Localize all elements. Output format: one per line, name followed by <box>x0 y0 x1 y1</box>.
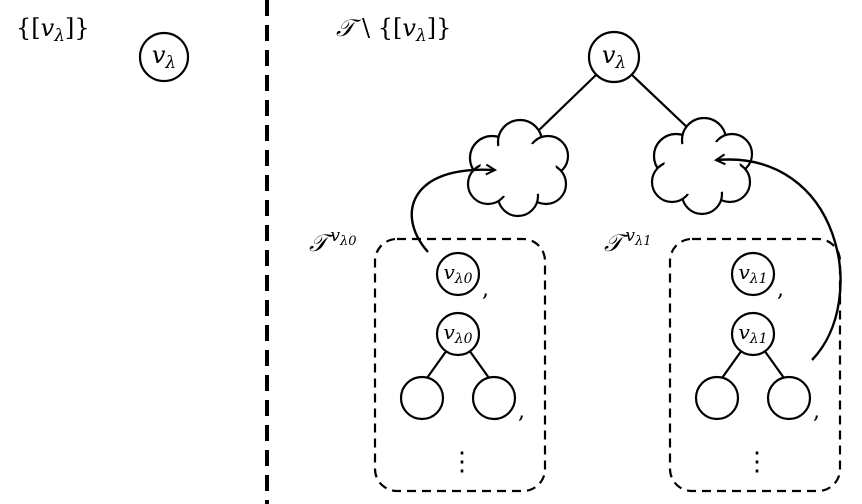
right-single-node: vλ1 <box>730 251 776 297</box>
left-subtree-box <box>373 237 547 493</box>
singleton-set-label: {[vλ]} <box>16 14 90 46</box>
right-subtree-box <box>668 237 842 493</box>
edge-root-left <box>536 73 598 133</box>
svg-text:vλ: vλ <box>602 41 626 73</box>
left-comma-2: , <box>518 399 525 424</box>
left-tree-leaf-right <box>471 375 517 421</box>
root-node: vλ <box>587 30 641 84</box>
svg-text:vλ1: vλ1 <box>738 260 767 287</box>
edge-root-right <box>630 73 691 131</box>
left-tree-root: vλ0 <box>435 311 481 357</box>
left-tree-edge-r <box>468 349 490 379</box>
left-tree-leaf-left <box>399 375 445 421</box>
right-tree-leaf-right <box>766 375 812 421</box>
right-tree-edge-r <box>763 349 785 379</box>
left-ellipsis: ⋮ <box>449 447 475 477</box>
right-tree-root: vλ1 <box>730 311 776 357</box>
left-tree-edge-l <box>426 349 448 379</box>
svg-text:vλ0: vλ0 <box>443 320 472 347</box>
right-comma-1: , <box>777 277 784 302</box>
arrow-right-subtree-to-cloud <box>717 160 842 361</box>
singleton-node: vλ <box>138 31 190 83</box>
right-tree-edge-l <box>721 349 743 379</box>
svg-text:vλ0: vλ0 <box>443 260 472 287</box>
svg-text:vλ1: vλ1 <box>738 320 767 347</box>
right-cloud <box>650 116 754 216</box>
right-tree-leaf-left <box>694 375 740 421</box>
svg-text:vλ: vλ <box>152 41 176 73</box>
left-comma-1: , <box>482 277 489 302</box>
right-ellipsis: ⋮ <box>744 447 770 477</box>
left-single-node: vλ0 <box>435 251 481 297</box>
left-cloud <box>466 118 570 218</box>
remainder-set-label: 𝒯 \ {[vλ]} <box>336 14 451 46</box>
right-comma-2: , <box>813 399 820 424</box>
